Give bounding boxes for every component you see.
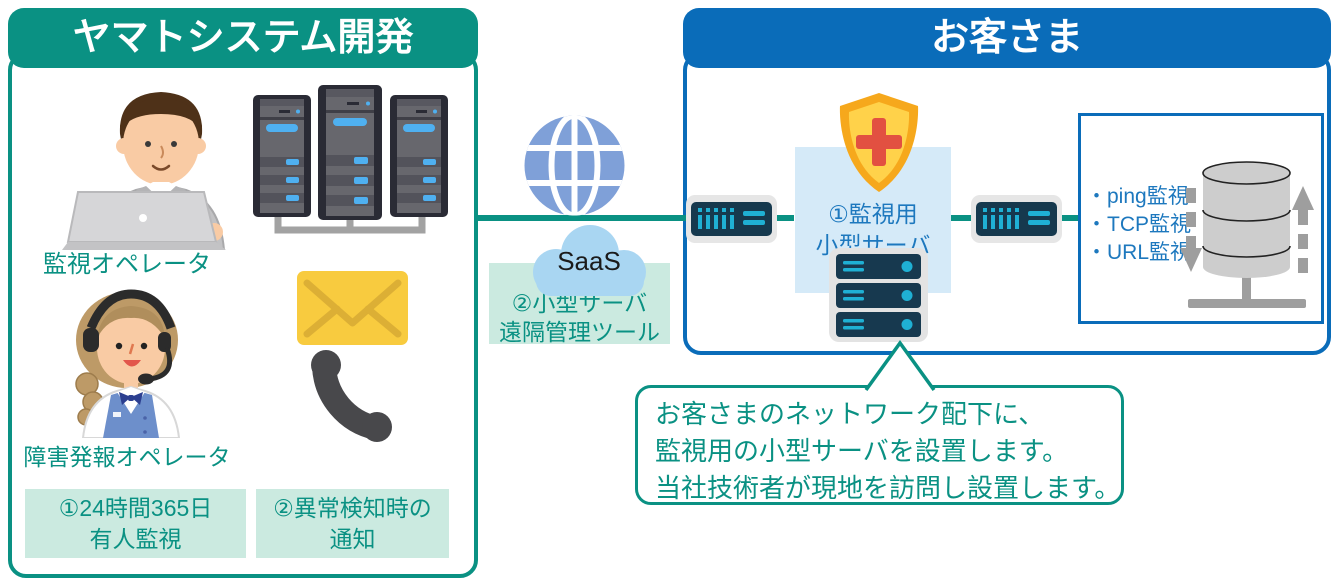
router-icon-right (971, 195, 1062, 243)
customer-panel-title: お客さま (930, 17, 1083, 59)
badge-anomaly-line2: 通知 (329, 526, 376, 552)
email-icon (297, 271, 408, 345)
mini-server-icon (829, 248, 928, 342)
callout-note: お客さまのネットワーク配下に、 監視用の小型サーバを設置します。 当社技術者が現… (635, 385, 1124, 505)
monitoring-item-url: ・URL監視 (1086, 241, 1192, 264)
yamato-panel-title: ヤマトシステム開発 (72, 17, 414, 59)
callout-line2: 監視用の小型サーバを設置します。 (655, 436, 1069, 466)
badge-24h-monitoring: ①24時間365日 有人監視 (25, 489, 246, 558)
internet-globe-icon (524, 115, 625, 216)
up-arrow-icon (1292, 186, 1314, 210)
badge-24h-line1: ①24時間365日 (58, 495, 213, 521)
badge-anomaly-notification: ②異常検知時の 通知 (256, 489, 449, 558)
badge-anomaly-line1: ②異常検知時の (273, 495, 432, 521)
yamato-panel-header: ヤマトシステム開発 (8, 8, 478, 68)
monitoring-item-tcp: ・TCP監視 (1086, 213, 1191, 236)
monitor-server-line1: ①監視用 (828, 201, 918, 227)
database-icon (1180, 161, 1314, 308)
monitoring-item-ping: ・ping監視 (1086, 185, 1189, 208)
badge-24h-line2: 有人監視 (89, 526, 182, 552)
callout-line3: 当社技術者が現地を訪問し設置します。 (655, 473, 1121, 503)
incident-operator-illustration (75, 289, 181, 438)
callout-pointer (864, 340, 936, 392)
phone-icon (311, 350, 392, 442)
customer-panel-header: お客さま (683, 8, 1331, 68)
network-line-left (478, 215, 794, 221)
server-rack-icon (253, 85, 448, 234)
incident-operator-label: 障害発報オペレータ (23, 444, 231, 470)
monitoring-methods-list: ・ping監視 ・TCP監視 ・URL監視 (1086, 183, 1206, 267)
tool-box-line2: 遠隔管理ツール (499, 319, 660, 345)
security-shield-icon (839, 93, 919, 192)
saas-cloud-icon (533, 225, 646, 296)
down-arrow-icon (1180, 248, 1202, 272)
saas-label: SaaS (557, 246, 621, 276)
monitoring-operator-label: 監視オペレータ (43, 251, 211, 278)
router-icon-left (686, 195, 777, 243)
callout-line1: お客さまのネットワーク配下に、 (655, 399, 1045, 429)
monitoring-operator-illustration (62, 92, 226, 250)
